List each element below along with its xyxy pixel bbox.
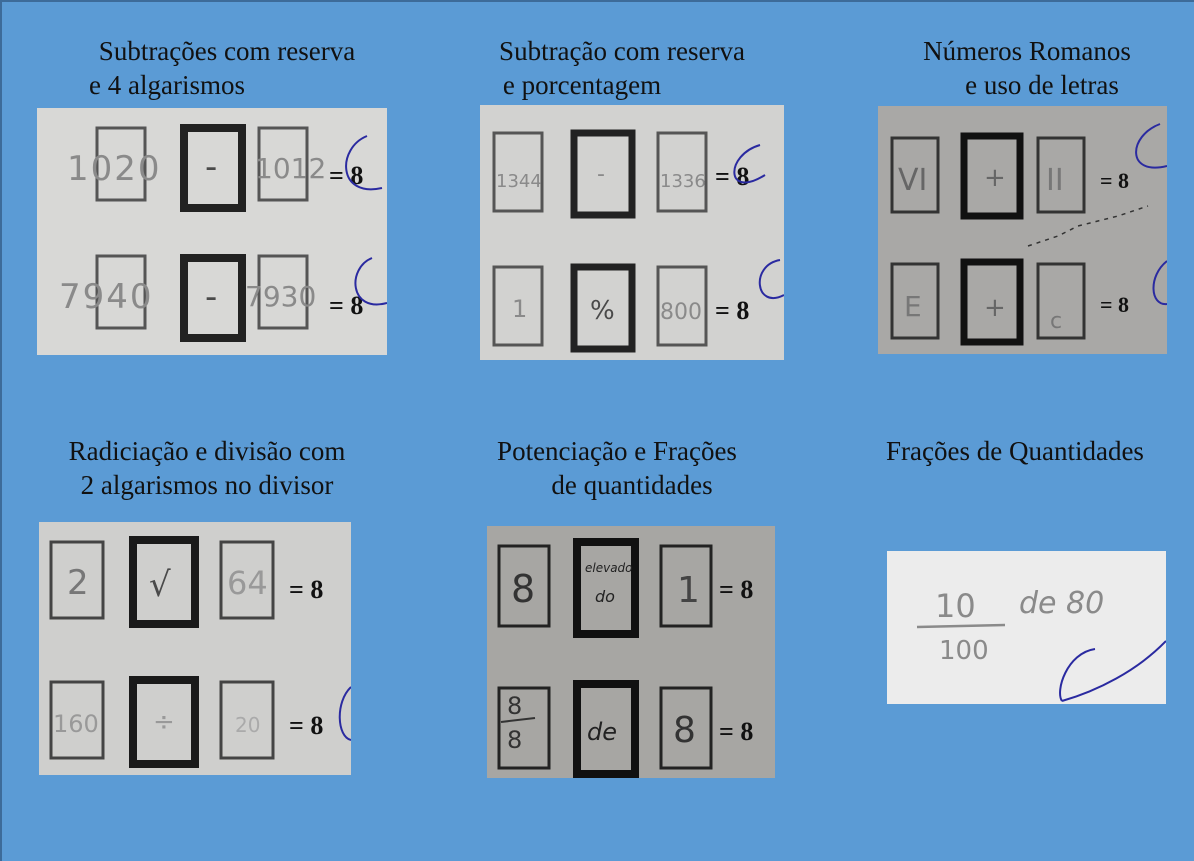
card-operator-line-2: do: [595, 587, 615, 606]
fraction-text: de 80: [1019, 586, 1104, 621]
caption-line: e 4 algarismos: [89, 70, 245, 100]
card-right-value: 1336: [660, 171, 706, 192]
fraction-numerator: 10: [935, 587, 976, 625]
card-left-value: 2: [67, 563, 89, 603]
card-operator: -: [597, 162, 605, 187]
card-left-value: 1: [512, 295, 527, 323]
row-2: E + c = 8: [890, 258, 1167, 346]
card-operator: de: [587, 718, 617, 746]
row-1: 1020 - 1012 = 8: [67, 124, 383, 212]
card-left-value: 8: [511, 567, 535, 611]
card-right-value: II: [1046, 163, 1064, 198]
card-result: = 8: [715, 162, 749, 191]
card-right-value: c: [1050, 309, 1062, 334]
check-mark: [1152, 260, 1167, 306]
check-mark: [1135, 123, 1167, 169]
photo-percentage-cards: 1344 - 1336 = 8 1 % 800 = 8: [480, 105, 784, 360]
card-left-value: E: [904, 290, 922, 323]
card-result: = 8: [715, 296, 749, 325]
card-left-numerator: 8: [507, 692, 522, 720]
caption-roman-numerals: Números Romanos e uso de letras: [872, 34, 1182, 102]
caption-root-division: Radiciação e divisão com 2 algarismos no…: [32, 434, 382, 502]
card-right-value: 1: [677, 570, 700, 611]
fraction-bar: [916, 623, 1006, 629]
card-right-value: 8: [673, 710, 696, 751]
photo-roman-cards: VI + II = 8 E + c = 8: [878, 106, 1167, 354]
caption-power-fractions: Potenciação e Frações de quantidades: [462, 434, 772, 502]
card-operator: %: [590, 296, 615, 326]
card-operator: +: [984, 293, 1006, 323]
row-1: 8 elevado do 1 = 8: [497, 538, 753, 638]
caption-line: 2 algarismos no divisor: [80, 470, 334, 500]
card-operator: -: [205, 147, 217, 187]
row-2: 7940 - 7930 = 8: [59, 254, 387, 342]
card-operator: ÷: [153, 707, 175, 737]
caption-line: e uso de letras: [965, 70, 1119, 100]
photo-fraction-card: 10 100 de 80: [887, 551, 1166, 704]
fraction-denominator: 100: [939, 636, 989, 666]
caption-line: Potenciação e Frações: [497, 436, 737, 466]
caption-fractions-of-quantities: Frações de Quantidades: [850, 434, 1180, 468]
row-2: 8 8 de 8 = 8: [497, 680, 753, 778]
card-result: = 8: [1100, 168, 1129, 193]
card-left-value: 160: [53, 710, 99, 738]
card-right-value: 20: [235, 713, 260, 737]
card-right-value: 7930: [245, 280, 316, 313]
card-operator-line-1: elevado: [585, 561, 633, 575]
caption-line: Frações de Quantidades: [886, 436, 1144, 466]
card-result: = 8: [329, 291, 363, 320]
caption-subtraction-4-digits: Subtrações com reserva e 4 algarismos: [42, 34, 412, 102]
row-2: 1 % 800 = 8: [492, 259, 784, 353]
card-result: = 8: [719, 575, 753, 604]
card-left-value: VI: [898, 163, 927, 198]
card-left-value: 7940: [59, 277, 154, 317]
card-left-denominator: 8: [507, 726, 522, 754]
card-operator: √: [149, 565, 171, 605]
check-mark: [1059, 640, 1166, 702]
row-1: VI + II = 8: [890, 123, 1167, 247]
card-right-value: 1012: [255, 152, 326, 185]
card-operator: -: [205, 277, 217, 317]
check-mark: [338, 686, 351, 741]
caption-line: Subtração com reserva: [499, 36, 745, 66]
row-1: 1344 - 1336 = 8: [492, 129, 766, 219]
card-result: = 8: [289, 575, 323, 604]
photo-subtraction-cards: 1020 - 1012 = 8 7940 - 7930 = 8: [37, 108, 387, 355]
check-mark: [758, 259, 784, 299]
check-mark: [354, 257, 387, 306]
card-left-value: 1344: [496, 171, 542, 192]
card-left-value: 1020: [67, 149, 162, 189]
caption-line: e porcentagem: [502, 70, 662, 100]
card-right-value: 800: [660, 300, 702, 325]
card-right-value: 64: [227, 564, 268, 602]
photo-power-fraction-cards: 8 elevado do 1 = 8 8 8 de 8 = 8: [487, 526, 775, 778]
row-2: 160 ÷ 20 = 8: [49, 676, 351, 768]
card-operator: +: [984, 163, 1006, 193]
caption-line: Números Romanos: [923, 36, 1131, 66]
card-result: = 8: [719, 717, 753, 746]
caption-line: Subtrações com reserva: [98, 36, 356, 66]
pen-scribble: [1027, 205, 1149, 247]
caption-line: Radiciação e divisão com: [68, 436, 346, 466]
check-mark: [345, 135, 383, 191]
caption-line: de quantidades: [551, 470, 713, 500]
check-mark: [733, 144, 766, 184]
photo-root-division-cards: 2 √ 64 = 8 160 ÷ 20 = 8: [39, 522, 351, 775]
row-1: 2 √ 64 = 8: [49, 536, 323, 628]
card-result: = 8: [1100, 292, 1129, 317]
caption-subtraction-percentage: Subtração com reserva e porcentagem: [447, 34, 797, 102]
card-result: = 8: [289, 711, 323, 740]
